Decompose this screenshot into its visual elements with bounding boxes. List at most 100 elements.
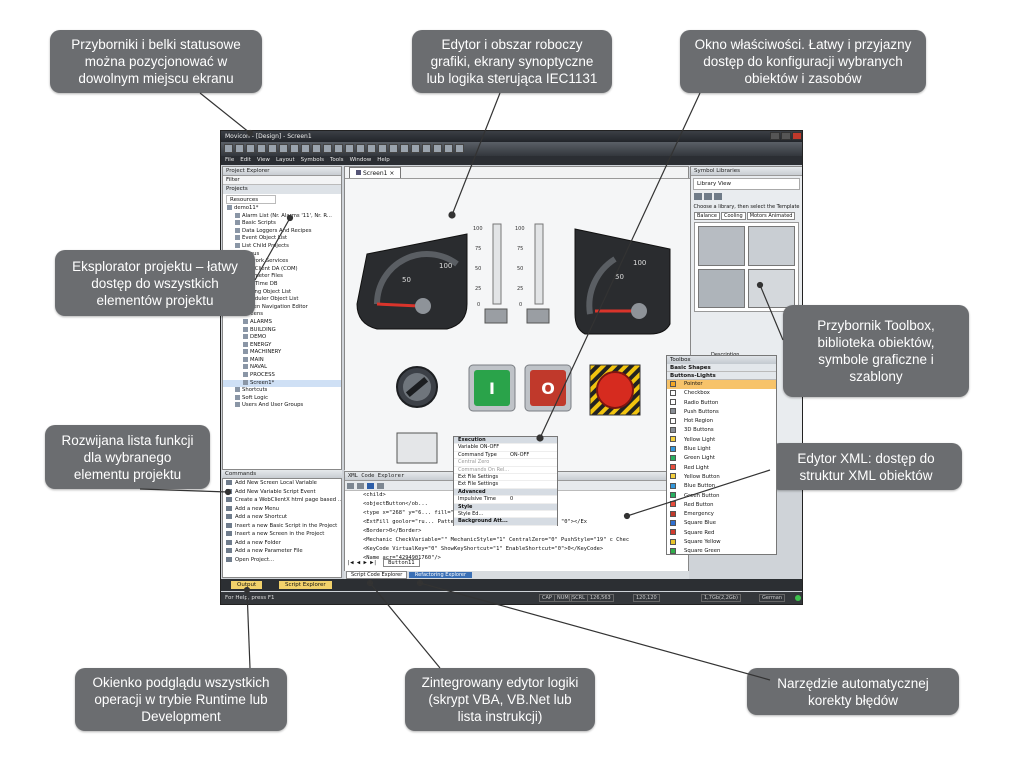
print-icon[interactable] (268, 144, 277, 153)
toolbox-item[interactable]: Blue Light (667, 445, 776, 454)
filter-dropdown[interactable]: Filter (223, 176, 341, 185)
copy-icon[interactable] (377, 483, 384, 489)
toolbox-item[interactable]: Green Button (667, 492, 776, 501)
group-icon[interactable] (400, 144, 409, 153)
property-row[interactable]: Variable ON-OFF (454, 444, 557, 452)
toolbox-item[interactable]: Square Blue (667, 519, 776, 528)
off-button[interactable]: O (524, 364, 572, 412)
tree-item[interactable]: MAIN (223, 356, 341, 365)
window-icon[interactable] (444, 144, 453, 153)
maximize-button[interactable] (781, 132, 791, 140)
tree-item[interactable]: Screen1* (223, 379, 341, 388)
tree-item[interactable]: BUILDING (223, 326, 341, 335)
new-icon[interactable] (224, 144, 233, 153)
grid-icon[interactable] (378, 144, 387, 153)
toolbox-item[interactable]: Green Light (667, 454, 776, 463)
tree-item[interactable]: DEMO (223, 334, 341, 342)
tree-item[interactable]: MACHINERY (223, 349, 341, 357)
command-item[interactable]: Insert a new Screen in the Project (223, 530, 341, 539)
stop-icon[interactable] (345, 144, 354, 153)
copy-icon[interactable] (290, 144, 299, 153)
menu-window[interactable]: Window (349, 157, 372, 163)
command-item[interactable]: Add New Screen Local Variable (223, 479, 341, 488)
menu-help[interactable]: Help (377, 157, 390, 163)
toolbox-item[interactable]: Hot Region (667, 417, 776, 426)
tab-script-explorer[interactable]: Script Explorer (279, 581, 332, 589)
open-library-icon[interactable] (704, 193, 712, 200)
symbol-icon[interactable] (433, 144, 442, 153)
library-view-dropdown[interactable]: Library View (693, 178, 800, 190)
symbol-machine-4[interactable] (748, 268, 795, 308)
toolbox-item[interactable]: Red Light (667, 464, 776, 473)
tree-item[interactable]: ALARMS (223, 318, 341, 327)
nav-first-icon[interactable]: |◀ ◀ ▶ ▶| (347, 560, 377, 566)
tab-motors-animated[interactable]: Motors Animated (746, 212, 796, 220)
tab-cooling[interactable]: Cooling (720, 212, 746, 220)
group-buttons-lights[interactable]: Buttons-Lights (667, 372, 776, 380)
group-basic-shapes[interactable]: Basic Shapes (667, 364, 776, 372)
help-icon[interactable] (411, 144, 420, 153)
command-item[interactable]: Insert a new Basic Script in the Project (223, 522, 341, 531)
menu-edit[interactable]: Edit (240, 157, 251, 163)
tree-item[interactable]: Event Object List (223, 235, 341, 243)
property-row[interactable]: Commands On Rel... (454, 467, 557, 474)
selector-switch[interactable] (396, 366, 438, 408)
tree-item[interactable]: Basic Scripts (223, 220, 341, 228)
design-canvas[interactable]: 50 100 100 75 50 25 0 100 75 (345, 178, 690, 471)
property-row[interactable]: Background Att... (454, 518, 557, 526)
tree-item[interactable]: Data Loggers And Recipes (223, 227, 341, 236)
tree-item[interactable]: PROCESS (223, 372, 341, 380)
toolbox-item[interactable]: Radio Button (667, 399, 776, 408)
toolbox-item[interactable]: Push Buttons (667, 408, 776, 417)
xml-nav-tab[interactable]: Button11 (383, 559, 420, 567)
settings-icon[interactable] (455, 144, 464, 153)
tree-item[interactable]: NAVAL (223, 364, 341, 372)
property-row[interactable]: Style Ed... (454, 511, 557, 519)
bar-gauge-2[interactable]: 100 75 50 25 0 (515, 223, 550, 324)
info-icon[interactable] (367, 483, 374, 489)
toolbox-item[interactable]: Yellow Light (667, 436, 776, 445)
debug-icon[interactable] (356, 144, 365, 153)
on-button[interactable]: I (468, 364, 516, 412)
paste-icon[interactable] (301, 144, 310, 153)
toolbox-item[interactable]: Pointer (667, 380, 776, 390)
command-item[interactable]: Add a new Menu (223, 505, 341, 514)
tree-item[interactable]: Alarm List (Nr. Alarms '11', Nr. R... (223, 212, 341, 221)
symbol-machine-3[interactable] (698, 268, 745, 308)
command-item[interactable]: Add New Variable Script Event (223, 488, 341, 497)
bar-gauge-1[interactable]: 100 75 50 25 0 (473, 223, 508, 324)
zoom-icon[interactable] (367, 144, 376, 153)
close-button[interactable] (792, 132, 802, 140)
toolbox-item[interactable]: 3D Buttons (667, 426, 776, 435)
toolbox-item[interactable]: Yellow Button (667, 473, 776, 482)
layout-icon[interactable] (422, 144, 431, 153)
property-row[interactable]: Central Zero (454, 459, 557, 467)
toolbox-item[interactable]: Blue Button (667, 482, 776, 491)
tab-screen1[interactable]: Screen1 × (349, 167, 402, 178)
save-all-icon[interactable] (257, 144, 266, 153)
align-icon[interactable] (389, 144, 398, 153)
resources-tab[interactable]: Resources (226, 195, 276, 204)
redo-icon[interactable] (323, 144, 332, 153)
property-row[interactable]: Style (454, 503, 557, 511)
tree-item[interactable]: ENERGY (223, 341, 341, 350)
toolbox-item[interactable]: Square Yellow (667, 538, 776, 547)
gauge-right[interactable]: 50 100 (574, 228, 671, 335)
property-row[interactable]: Execution (454, 437, 557, 445)
toolbox-item[interactable]: Checkbox (667, 389, 776, 398)
property-row[interactable]: Advanced (454, 488, 557, 497)
tree-item[interactable]: Shortcuts (223, 387, 341, 395)
minimize-button[interactable] (770, 132, 780, 140)
tree-item[interactable]: Users And User Groups (223, 402, 341, 410)
toolbox-item[interactable]: Emergency (667, 510, 776, 519)
run-icon[interactable] (334, 144, 343, 153)
gauge-left[interactable]: 50 100 (356, 233, 468, 330)
redo-icon[interactable] (357, 483, 364, 489)
tab-script-code-explorer[interactable]: Script Code Explorer (346, 571, 408, 579)
selected-object[interactable] (396, 432, 438, 464)
menu-layout[interactable]: Layout (275, 157, 295, 163)
tab-output[interactable]: Output (231, 581, 263, 589)
toolbox-item[interactable]: Red Button (667, 501, 776, 510)
menu-file[interactable]: File (225, 157, 235, 163)
